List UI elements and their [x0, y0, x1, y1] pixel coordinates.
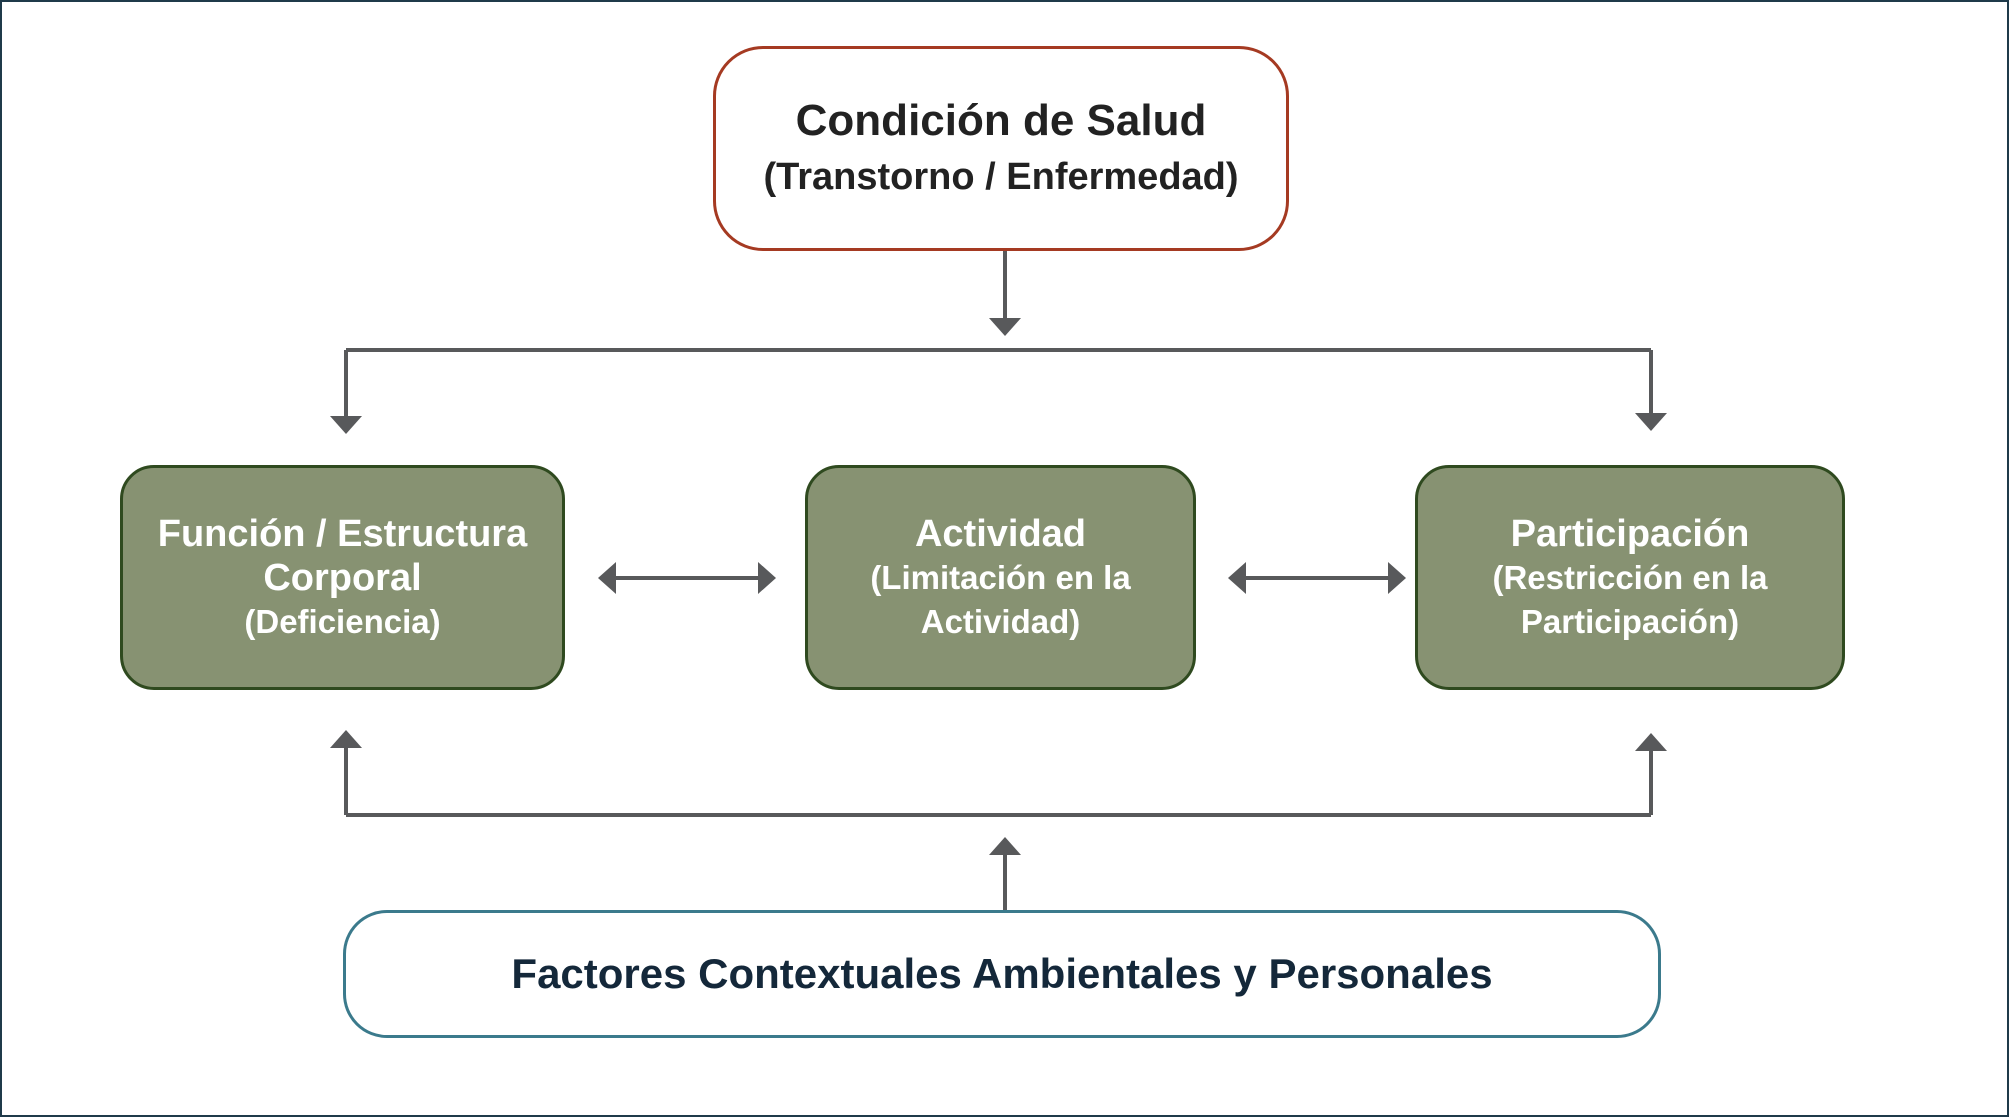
participation-box: Participación (Restricción en la Partici…: [1415, 465, 1845, 690]
activity-subtitle-line1: (Limitación en la: [870, 558, 1131, 596]
arrow-up-right-icon: [1635, 733, 1667, 751]
activity-box: Actividad (Limitación en la Actividad): [805, 465, 1196, 690]
body-function-subtitle: (Deficiencia): [244, 602, 441, 640]
body-function-title-line1: Función / Estructura: [157, 512, 528, 555]
health-condition-subtitle: (Transtorno / Enfermedad): [763, 155, 1239, 198]
arrow-up-left-icon: [330, 730, 362, 748]
contextual-factors-title: Factores Contextuales Ambientales y Pers…: [511, 950, 1493, 997]
arrow-right-1-icon: [758, 562, 776, 594]
arrow-right-2-icon: [1388, 562, 1406, 594]
arrow-down-left-icon: [330, 416, 362, 434]
participation-subtitle-line1: (Restricción en la: [1492, 558, 1768, 596]
arrow-left-2-icon: [1228, 562, 1246, 594]
arrow-down-right-icon: [1635, 413, 1667, 431]
body-function-title-line2: Corporal: [263, 556, 422, 599]
participation-subtitle-line2: Participación): [1520, 602, 1740, 640]
arrow-down-center-icon: [989, 318, 1021, 336]
health-condition-title: Condición de Salud: [795, 95, 1207, 145]
arrow-left-1-icon: [598, 562, 616, 594]
health-condition-box: Condición de Salud (Transtorno / Enferme…: [713, 46, 1289, 251]
participation-title: Participación: [1510, 512, 1750, 555]
activity-title: Actividad: [914, 512, 1087, 555]
contextual-factors-box: Factores Contextuales Ambientales y Pers…: [343, 910, 1661, 1038]
body-function-box: Función / Estructura Corporal (Deficienc…: [120, 465, 565, 690]
activity-subtitle-line2: Actividad): [920, 602, 1081, 640]
arrow-up-center-icon: [989, 837, 1021, 855]
